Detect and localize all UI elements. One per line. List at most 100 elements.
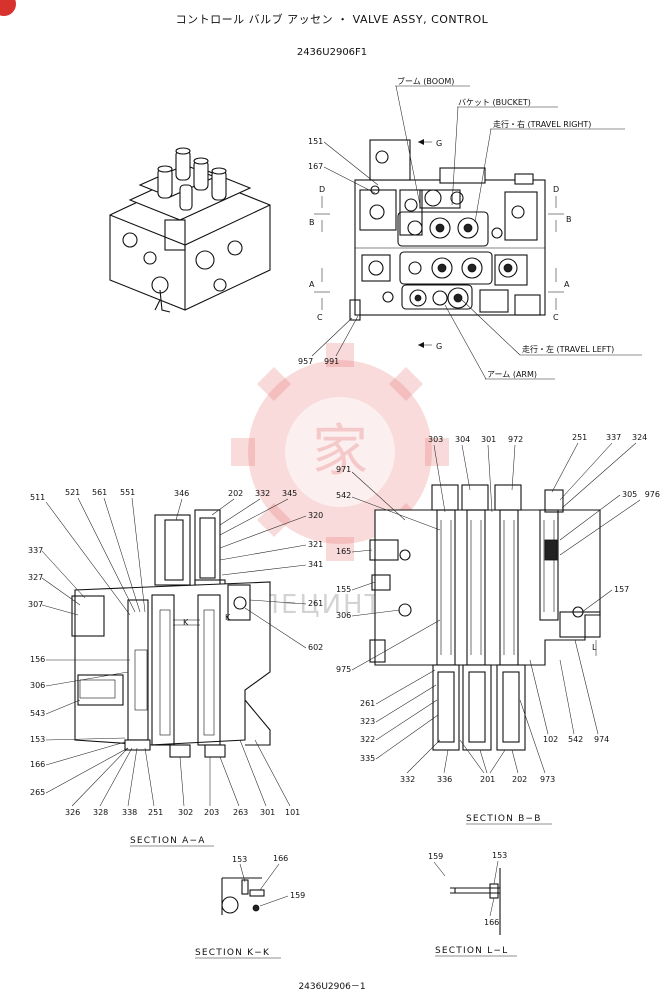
section-mark-k-right: K xyxy=(225,613,231,622)
part-341: 341 xyxy=(308,560,323,569)
ll-part-159: 159 xyxy=(428,852,443,861)
part-304: 304 xyxy=(455,435,470,444)
section-bb-drawing xyxy=(369,484,601,751)
top-view-callouts: ブーム (BOOM) バケット (BUCKET) 走行・右 (TRAVEL RI… xyxy=(298,76,642,380)
part-167: 167 xyxy=(308,162,323,171)
part-602: 602 xyxy=(308,643,323,652)
corner-badge-icon xyxy=(0,0,16,16)
part-306: 306 xyxy=(30,681,45,690)
part-320: 320 xyxy=(308,511,323,520)
part-101: 101 xyxy=(285,808,300,817)
part-165: 165 xyxy=(336,547,351,556)
part-151: 151 xyxy=(308,137,323,146)
section-kk-label: SECTION K−K xyxy=(195,948,270,958)
part-971: 971 xyxy=(336,465,351,474)
part-543: 543 xyxy=(30,709,45,718)
kk-part-159: 159 xyxy=(290,891,305,900)
watermark-gear-emblem: 家 xyxy=(231,343,449,561)
section-bb-callouts: 303 304 301 972 251 337 324 971 542 165 … xyxy=(336,433,660,825)
section-mark-g-top: G xyxy=(436,139,442,148)
part-302: 302 xyxy=(178,808,193,817)
section-aa-label: SECTION A−A xyxy=(130,836,206,846)
part-972: 972 xyxy=(508,435,523,444)
part-957: 957 xyxy=(298,357,313,366)
part-153: 153 xyxy=(30,735,45,744)
part-991: 991 xyxy=(324,357,339,366)
part-974: 974 xyxy=(594,735,609,744)
part-338: 338 xyxy=(122,808,137,817)
callout-bucket: バケット (BUCKET) xyxy=(458,98,531,107)
ll-part-153: 153 xyxy=(492,851,507,860)
part-332-bb: 332 xyxy=(400,775,415,784)
part-321: 321 xyxy=(308,540,323,549)
section-mark-c-right: C xyxy=(553,313,559,322)
part-326: 326 xyxy=(65,808,80,817)
drawing-title: コントロール バルブ アッセン ・ VALVE ASSY, CONTROL xyxy=(176,12,489,26)
part-201: 201 xyxy=(480,775,495,784)
part-328: 328 xyxy=(93,808,108,817)
section-mark-a-right: A xyxy=(564,280,570,289)
part-322: 322 xyxy=(360,735,375,744)
section-aa-callouts: 511 521 561 551 337 327 307 156 306 543 … xyxy=(28,488,323,847)
part-975: 975 xyxy=(336,665,351,674)
part-332: 332 xyxy=(255,489,270,498)
part-263: 263 xyxy=(233,808,248,817)
part-102: 102 xyxy=(543,735,558,744)
part-301: 301 xyxy=(260,808,275,817)
section-ll-label: SECTION L−L xyxy=(435,946,508,956)
kk-part-166: 166 xyxy=(273,854,288,863)
part-251-bb: 251 xyxy=(572,433,587,442)
section-bb-label: SECTION B−B xyxy=(466,814,542,824)
part-306-bb: 306 xyxy=(336,611,351,620)
section-mark-d-right: D xyxy=(553,185,559,194)
section-mark-d-left: D xyxy=(319,185,325,194)
svg-text:家: 家 xyxy=(312,419,368,484)
part-301-bb: 301 xyxy=(481,435,496,444)
top-view-valve xyxy=(349,139,546,321)
part-337-bb: 337 xyxy=(606,433,621,442)
kk-part-153: 153 xyxy=(232,855,247,864)
part-202: 202 xyxy=(228,489,243,498)
callout-arm: アーム (ARM) xyxy=(487,370,537,379)
section-mark-b-right: B xyxy=(566,215,572,224)
part-973: 973 xyxy=(540,775,555,784)
part-345: 345 xyxy=(282,489,297,498)
section-mark-k-left: K xyxy=(183,618,189,627)
part-303: 303 xyxy=(428,435,443,444)
part-307: 307 xyxy=(28,600,43,609)
part-156: 156 xyxy=(30,655,45,664)
section-mark-c-left: C xyxy=(317,313,323,322)
part-261: 261 xyxy=(308,599,323,608)
section-ll-callouts: 159 153 166 SECTION L−L xyxy=(428,851,517,957)
drawing-number: 2436U2906F1 xyxy=(297,47,367,58)
part-327: 327 xyxy=(28,573,43,582)
part-336: 336 xyxy=(437,775,452,784)
part-265: 265 xyxy=(30,788,45,797)
part-324: 324 xyxy=(632,433,647,442)
callout-travel-left: 走行・左 (TRAVEL LEFT) xyxy=(522,344,614,354)
part-251: 251 xyxy=(148,808,163,817)
part-551: 551 xyxy=(120,488,135,497)
part-157: 157 xyxy=(614,585,629,594)
part-305: 305 xyxy=(622,490,637,499)
part-542-right: 542 xyxy=(568,735,583,744)
section-mark-g-bottom: G xyxy=(436,342,442,351)
part-561: 561 xyxy=(92,488,107,497)
part-323: 323 xyxy=(360,717,375,726)
part-337: 337 xyxy=(28,546,43,555)
section-mark-a-left: A xyxy=(309,280,315,289)
part-155: 155 xyxy=(336,585,351,594)
callout-boom: ブーム (BOOM) xyxy=(397,76,454,86)
part-335: 335 xyxy=(360,754,375,763)
section-kk-callouts: 153 166 159 SECTION K−K xyxy=(195,854,305,959)
part-166: 166 xyxy=(30,760,45,769)
part-261-bb: 261 xyxy=(360,699,375,708)
section-kk-drawing xyxy=(221,877,265,915)
callout-travel-right: 走行・右 (TRAVEL RIGHT) xyxy=(493,119,591,129)
part-202-bb: 202 xyxy=(512,775,527,784)
section-mark-l: L xyxy=(592,643,597,652)
part-976: 976 xyxy=(645,490,660,499)
footer-drawing-number: 2436U2906－1 xyxy=(298,982,365,992)
